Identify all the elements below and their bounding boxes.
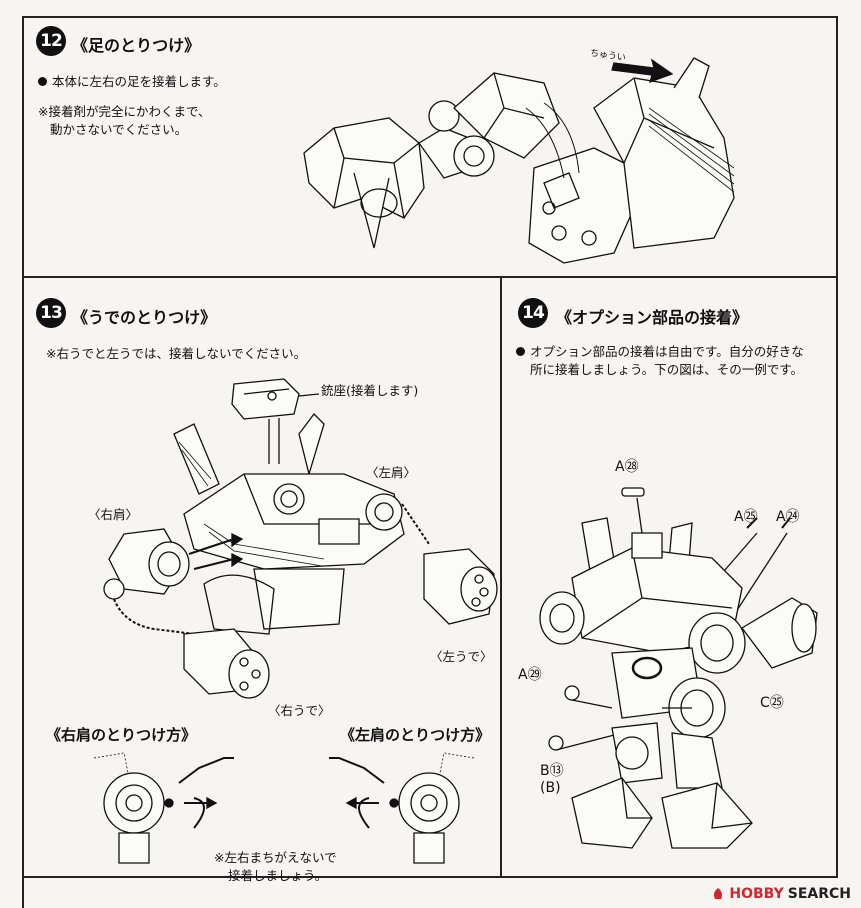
part-label-a25: A㉕ [734, 509, 758, 525]
frame-divider-vertical [500, 276, 502, 878]
part-label-b: (B) [540, 780, 561, 796]
shoulder-warning-1: ※左右まちがえないで [214, 850, 337, 865]
step-12-panel: 12 《足のとりつけ》 本体に左右の足を接着します。 ※接着剤が完全にかわくまで… [24, 18, 836, 276]
step-12-badge: 12 [36, 26, 66, 56]
step-13-panel: 13 《うでのとりつけ》 ※右うでと左うでは、接着しないでください。 銃座(接着… [24, 278, 500, 883]
label-right-arm: 〈右うで〉 [268, 703, 331, 718]
hobby-search-watermark: HOBBY SEARCH [711, 886, 851, 902]
step-14-badge: 14 [518, 298, 548, 328]
label-left-arm: 〈左うで〉 [430, 649, 493, 664]
bullet-dot [516, 347, 525, 356]
frame-bottom [22, 876, 838, 878]
step-13-arm-assembly-illustration [84, 374, 504, 734]
part-label-c25: C㉕ [760, 695, 784, 711]
label-left-shoulder: 〈左肩〉 [366, 465, 417, 480]
frame-left [22, 16, 24, 908]
watermark-hobby-text: HOBBY [729, 886, 784, 902]
step-13-title: 《うでのとりつけ》 [72, 308, 217, 327]
shoulder-warning-2: 接着しましょう。 [228, 868, 328, 883]
step-12-bullet-text: 本体に左右の足を接着します。 [52, 74, 226, 89]
watermark-search-text: SEARCH [787, 886, 851, 902]
howto-left-shoulder-heading: 《左肩のとりつけ方》 [340, 726, 491, 744]
step-12-leg-assembly-illustration [294, 48, 754, 278]
part-label-a29: A㉙ [518, 667, 542, 683]
step-14-panel: 14 《オプション部品の接着》 オプション部品の接着は自由です。自分の好きな 所… [502, 278, 836, 876]
shoulder-orientation-diagram [84, 748, 484, 868]
step-14-robot-illustration [542, 478, 832, 858]
step-14-title: 《オプション部品の接着》 [556, 308, 749, 327]
bullet-dot [38, 77, 47, 86]
step-14-note-1: オプション部品の接着は自由です。自分の好きな [516, 342, 804, 361]
hobby-search-logo-icon [714, 888, 723, 899]
label-right-shoulder: 〈右肩〉 [88, 507, 139, 522]
frame-right [836, 16, 838, 878]
step-12-caution-1: ※接着剤が完全にかわくまで、 [38, 104, 211, 119]
step-14-note-2: 所に接着しましょう。下の図は、その一例です。 [530, 362, 804, 377]
step-12-bullet-note: 本体に左右の足を接着します。 [38, 72, 226, 91]
frame-divider-horizontal [22, 276, 838, 278]
frame-top [22, 16, 838, 18]
part-label-a28: A㉘ [615, 459, 639, 475]
step-13-badge: 13 [36, 298, 66, 328]
step-12-title: 《足のとりつけ》 [72, 36, 201, 55]
label-gun-mount: 銃座(接着します) [321, 383, 419, 398]
part-label-b13: B⑬ [540, 763, 564, 779]
part-label-a24: A㉔ [776, 509, 800, 525]
howto-right-shoulder-heading: 《右肩のとりつけ方》 [46, 726, 197, 744]
step-13-caution: ※右うでと左うでは、接着しないでください。 [46, 346, 307, 361]
step-14-note-text-1: オプション部品の接着は自由です。自分の好きな [530, 344, 804, 359]
step-12-caution-2: 動かさないでください。 [50, 122, 188, 137]
